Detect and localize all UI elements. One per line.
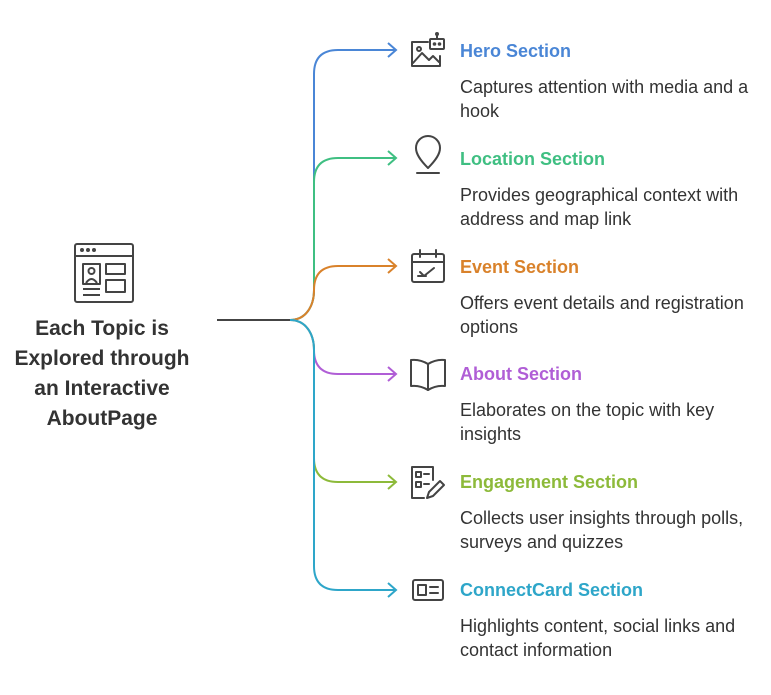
arrow-hero — [387, 42, 398, 58]
hero-section-description: Captures attention with media and a hook — [460, 77, 749, 121]
map-pin-icon — [415, 135, 441, 174]
connectcard-section-title: ConnectCard Section — [460, 580, 644, 600]
engagement-section-description: Collects user insights through polls, su… — [460, 508, 744, 552]
connectcard-section-description: Highlights content, social links and con… — [460, 616, 736, 660]
location-section-title: Location Section — [460, 149, 606, 169]
event-section-description: Offers event details and registration op… — [460, 293, 744, 337]
event-section-title: Event Section — [460, 257, 580, 277]
calendar-check-icon — [411, 249, 445, 283]
arrow-location — [387, 150, 398, 166]
connector-location — [289, 157, 396, 321]
arrow-connectcard — [387, 582, 398, 598]
connector-hero — [289, 49, 396, 321]
connector-connectcard — [289, 319, 396, 591]
open-book-icon — [410, 358, 446, 391]
connector-engagement — [289, 319, 396, 483]
root-topic-title: Each Topic is Explored through an Intera… — [14, 317, 190, 430]
checklist-pencil-icon — [411, 466, 445, 499]
arrow-about — [387, 366, 398, 382]
connector-event — [289, 265, 396, 321]
about-section-title: About Section — [460, 364, 582, 384]
connector-about — [289, 319, 396, 375]
engagement-section-title: Engagement Section — [460, 472, 639, 492]
webpage-profile-icon — [74, 243, 134, 303]
arrow-event — [387, 258, 398, 274]
location-section-description: Provides geographical context with addre… — [460, 185, 739, 229]
hero-section-title: Hero Section — [460, 41, 572, 61]
id-card-icon — [412, 579, 444, 601]
about-section-description: Elaborates on the topic with key insight… — [460, 400, 715, 444]
arrow-engagement — [387, 474, 398, 490]
image-robot-icon — [411, 32, 445, 67]
